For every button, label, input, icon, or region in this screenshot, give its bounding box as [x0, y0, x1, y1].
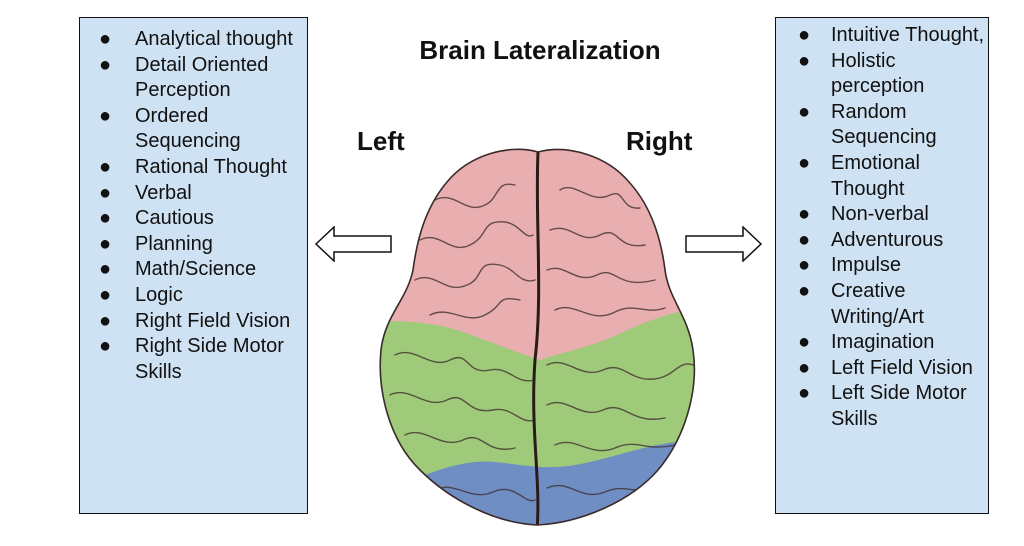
list-item-text: Ordered Sequencing: [135, 104, 241, 153]
list-item: ● Random Sequencing: [776, 100, 988, 151]
list-item: ● Imagination: [776, 330, 988, 356]
right-hemisphere-traits-panel: ●Intuitive Thought,●Holistic perception●…: [775, 17, 989, 514]
bullet-icon: ●: [99, 155, 112, 178]
list-item-text: Logic: [135, 283, 183, 306]
list-item: ● Non-verbal: [776, 202, 988, 228]
bullet-icon: ●: [798, 331, 811, 354]
list-item: ● Holistic perception: [776, 49, 988, 100]
bullet-icon: ●: [99, 53, 112, 76]
list-item: ● Rational Thought: [80, 155, 307, 181]
brain-top-view-illustration: [379, 148, 696, 526]
list-item-text: Rational Thought: [135, 155, 287, 178]
bullet-icon: ●: [798, 382, 811, 405]
right-hemisphere-label: Right: [626, 126, 693, 156]
list-item: ● Logic: [80, 283, 307, 309]
list-item: ● Left Field Vision: [776, 356, 988, 382]
right-traits-list: ●Intuitive Thought,●Holistic perception●…: [776, 18, 988, 433]
bullet-icon: ●: [798, 100, 811, 123]
list-item-text: Verbal: [135, 181, 192, 204]
list-item-text: Analytical thought: [135, 28, 293, 50]
left-arrow-icon: [315, 226, 392, 262]
list-item: ● Cautious: [80, 206, 307, 232]
bullet-icon: ●: [798, 356, 811, 379]
right-arrow-icon: [685, 226, 762, 262]
list-item: ● Right Side Motor Skills: [80, 334, 307, 385]
list-item: ● Emotional Thought: [776, 151, 988, 202]
bullet-icon: ●: [99, 232, 112, 255]
bullet-icon: ●: [798, 279, 811, 302]
list-item-text: Intuitive Thought,: [831, 24, 985, 46]
list-item-text: Left Field Vision: [831, 356, 973, 379]
bullet-icon: ●: [798, 24, 811, 46]
list-item: ● Analytical thought: [80, 27, 307, 53]
bullet-icon: ●: [798, 49, 811, 72]
bullet-icon: ●: [99, 181, 112, 204]
list-item-text: Left Side Motor Skills: [831, 382, 967, 430]
bullet-icon: ●: [798, 254, 811, 277]
list-item: ● Planning: [80, 232, 307, 258]
list-item-text: Planning: [135, 232, 213, 255]
list-item-text: Right Field Vision: [135, 309, 291, 332]
list-item: ● Right Field Vision: [80, 309, 307, 335]
list-item-text: Holistic perception: [831, 49, 925, 98]
bullet-icon: ●: [99, 207, 112, 230]
list-item-text: Creative Writing/Art: [831, 279, 924, 328]
left-traits-list: ● Analytical thought ● Detail Oriented Perc…: [80, 18, 307, 385]
bullet-icon: ●: [99, 104, 112, 127]
list-item: ● Adventurous: [776, 228, 988, 254]
bullet-icon: ●: [99, 335, 112, 358]
list-item: ● Intuitive Thought,: [776, 23, 988, 49]
left-hemisphere-label: Left: [357, 126, 405, 156]
list-item-text: Math/Science: [135, 258, 257, 281]
list-item-text: Detail Oriented Perception: [135, 53, 269, 102]
list-item-text: Impulse: [831, 254, 902, 277]
list-item-text: Cautious: [135, 207, 214, 230]
list-item: ● Math/Science: [80, 257, 307, 283]
bullet-icon: ●: [99, 309, 112, 332]
list-item-text: Adventurous: [831, 228, 944, 251]
bullet-icon: ●: [798, 228, 811, 251]
list-item: ● Detail Oriented Perception: [80, 53, 307, 104]
list-item: ● Impulse: [776, 253, 988, 279]
bullet-icon: ●: [798, 203, 811, 226]
list-item: ● Ordered Sequencing: [80, 104, 307, 155]
diagram-title: Brain Lateralization: [419, 35, 661, 65]
list-item-text: Imagination: [831, 331, 935, 354]
list-item: ● Left Side Motor Skills: [776, 381, 988, 432]
bullet-icon: ●: [99, 283, 112, 306]
list-item: ● Verbal: [80, 181, 307, 207]
list-item-text: Non-verbal: [831, 203, 929, 226]
bullet-icon: ●: [99, 28, 112, 50]
list-item-text: Right Side Motor Skills: [135, 335, 284, 383]
list-item: ● Creative Writing/Art: [776, 279, 988, 330]
list-item-text: Random Sequencing: [831, 100, 937, 149]
bullet-icon: ●: [798, 151, 811, 174]
left-hemisphere-traits-panel: ● Analytical thought ● Detail Oriented Perc…: [79, 17, 308, 514]
list-item-text: Emotional Thought: [831, 151, 920, 200]
bullet-icon: ●: [99, 258, 112, 281]
